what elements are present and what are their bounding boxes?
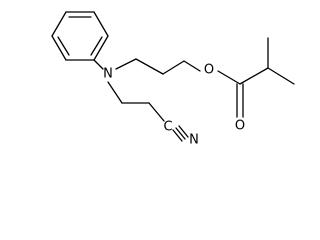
bond-ch2-o — [183, 60, 201, 72]
carbonyl-oxygen-atom: O — [235, 119, 245, 134]
isobutyryl-group — [217, 37, 295, 118]
nitrile-triple-bond — [172, 125, 189, 142]
bond-ch2-ch2 — [162, 60, 185, 75]
cyanoethyl-chain — [107, 81, 165, 122]
bond-n-ch2 — [115, 58, 137, 70]
nitrile-carbon-atom: C — [163, 120, 172, 135]
bond-ch2-cn — [148, 102, 165, 122]
nitrogen-atom: N — [103, 67, 113, 82]
chemical-structure-diagram: N O O C N — [51, 11, 295, 148]
ethoxy-chain — [115, 58, 201, 75]
bond-carbonyl-ch — [239, 67, 269, 85]
ring-bond — [51, 11, 67, 37]
bond-ring-n — [93, 59, 104, 70]
bond-o-carbonyl — [217, 70, 241, 85]
ring-double-bond — [57, 36, 70, 56]
ring-bond — [93, 11, 109, 37]
triple-bond-line — [175, 127, 186, 140]
bond-ch2-ch2 — [135, 58, 164, 75]
phenyl-ring — [51, 11, 109, 61]
triple-bond-line — [172, 129, 183, 142]
ring-double-bond — [90, 36, 103, 56]
ester-oxygen-atom: O — [204, 63, 214, 78]
bond-ch-methyl-right — [267, 67, 295, 85]
bond-n-ch2 — [107, 81, 123, 104]
triple-bond-line — [178, 125, 189, 138]
nitrile-nitrogen-atom: N — [189, 133, 199, 148]
ring-bond — [93, 35, 109, 61]
ring-bond — [51, 35, 67, 61]
